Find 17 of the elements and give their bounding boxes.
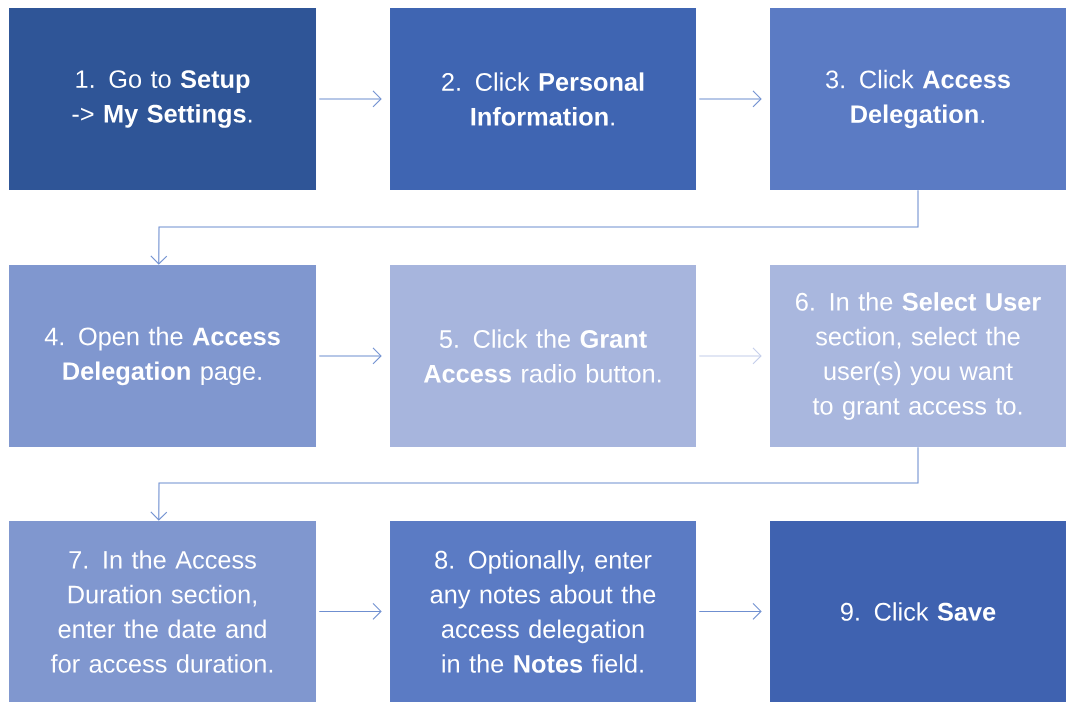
step-box: 2. Click Personal Information. [390, 8, 696, 190]
arrow [150, 189, 919, 265]
step-box: 9. Click Save [770, 521, 1066, 702]
step-box: 5. Click the Grant Access radio button. [390, 265, 696, 447]
step-box: 6. In the Select User section, select the user(s) you want to grant access to. [770, 265, 1066, 447]
step-box: 7. In the Access Duration section, enter the date and for access duration. [9, 521, 316, 702]
step-box: 4. Open the Access Delegation page. [9, 265, 316, 447]
step-box: 8. Optionally, enter any notes about the access delegation in the Notes field. [390, 521, 696, 702]
arrow [698, 90, 762, 108]
step-box: 3. Click Access Delegation. [770, 8, 1066, 190]
arrow [150, 446, 919, 521]
arrow [318, 90, 382, 108]
step-box: 1. Go to Setup -> My Settings. [9, 8, 316, 190]
arrow [318, 347, 382, 365]
arrow [698, 347, 762, 365]
arrow [698, 602, 762, 621]
arrow [318, 602, 382, 621]
